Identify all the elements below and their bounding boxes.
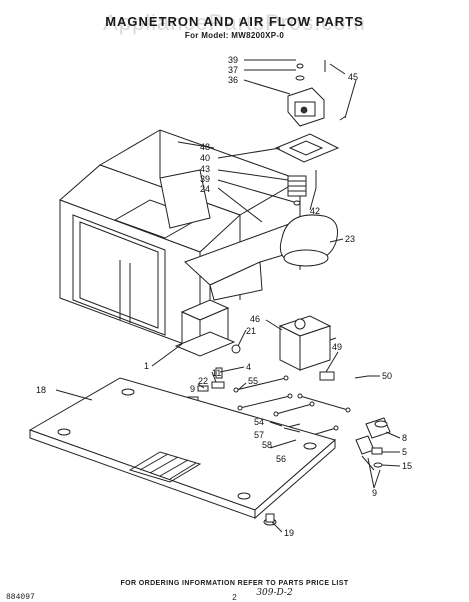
handwritten-note: 309-D-2: [256, 588, 293, 598]
cabinet-outline: [59, 129, 302, 351]
callout-55: 55: [248, 376, 258, 386]
document-number: 884097: [6, 593, 35, 602]
fan-blade-43: [287, 170, 317, 206]
magnetron-46: [278, 315, 337, 371]
callout-39-top: 39: [228, 55, 238, 65]
callout-11: 11: [212, 368, 221, 378]
callout-56: 56: [276, 454, 286, 464]
callout-23: 23: [345, 234, 355, 244]
base-plate-18: [28, 377, 337, 526]
model-subtitle: For Model: MW8200XP-0: [184, 31, 285, 40]
callout-43: 43: [200, 164, 210, 174]
callout-22: 22: [198, 376, 208, 386]
callout-labels: 39 37 36 45 48 40 43 39 24 42 23 46 21 1…: [36, 55, 412, 538]
callout-58: 58: [262, 440, 272, 450]
callout-49: 49: [332, 342, 342, 352]
page-title: MAGNETRON AND AIR FLOW PARTS: [105, 14, 364, 29]
watermark-text: AppliancePartsPros.com: [103, 10, 366, 35]
callout-37: 37: [228, 65, 238, 75]
callout-21: 21: [246, 326, 256, 336]
callout-39-mid: 39: [200, 174, 210, 184]
callout-54: 54: [254, 417, 264, 427]
callout-40: 40: [200, 153, 210, 163]
callout-19: 19: [284, 528, 294, 538]
callout-8: 8: [402, 433, 407, 443]
callout-48: 48: [200, 142, 210, 152]
page-number: 2: [232, 593, 237, 602]
air-duct: [184, 214, 338, 301]
callout-9-right: 9: [372, 488, 377, 498]
callout-42: 42: [310, 206, 320, 216]
callout-24: 24: [200, 184, 210, 194]
callout-46: 46: [250, 314, 260, 324]
capacitor-8: [355, 417, 391, 471]
callout-50: 50: [382, 371, 392, 381]
callout-15: 15: [402, 461, 412, 471]
leader-lines: [55, 59, 401, 533]
motor-bracket-40: [274, 133, 340, 163]
callout-57: 57: [254, 430, 264, 440]
callout-9-left: 9: [190, 384, 195, 394]
ordering-instruction: FOR ORDERING INFORMATION REFER TO PARTS …: [120, 580, 349, 587]
transformer-1: [174, 286, 236, 357]
callout-18: 18: [36, 385, 46, 395]
fan-motor-36: [287, 60, 347, 127]
callout-45: 45: [348, 72, 358, 82]
callout-1: 1: [144, 361, 149, 371]
callout-5: 5: [402, 447, 407, 457]
callout-36: 36: [228, 75, 238, 85]
callout-4: 4: [246, 362, 251, 372]
